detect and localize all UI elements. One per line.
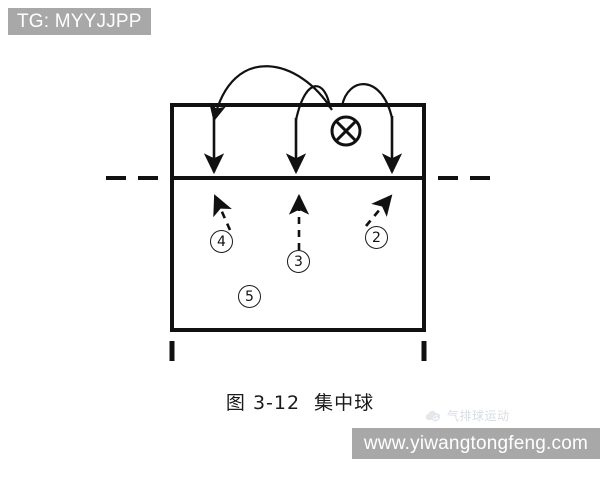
arc-long-left (209, 65, 333, 122)
watermark-top-left-text: TG: MYYJJPP (17, 11, 142, 32)
figure-caption: 图 3-12 集中球 (0, 388, 600, 415)
player-marker-5[interactable]: 5 (238, 285, 261, 308)
player-label: 2 (372, 229, 381, 246)
player-label: 4 (217, 233, 226, 250)
figure-title: 集中球 (314, 392, 375, 414)
player-label: 5 (245, 288, 254, 305)
watermark-top-left: TG: MYYJJPP (8, 8, 151, 35)
figure-number: 图 3-12 (225, 392, 301, 414)
court-outline (170, 103, 426, 332)
approach-arrow-4 (213, 194, 232, 231)
player-marker-4[interactable]: 4 (210, 230, 233, 253)
player-marker-3[interactable]: 3 (287, 250, 310, 273)
watermark-bottom-right: www.yiwangtongfeng.com (351, 428, 600, 459)
watermark-bottom-right-text: www.yiwangtongfeng.com (363, 433, 588, 454)
arc-short-center (294, 85, 332, 121)
ball-symbol (330, 115, 362, 147)
player-label: 3 (294, 253, 303, 270)
approach-arrow-2 (365, 194, 393, 227)
arc-short-right (340, 83, 394, 119)
player-marker-2[interactable]: 2 (365, 226, 388, 249)
